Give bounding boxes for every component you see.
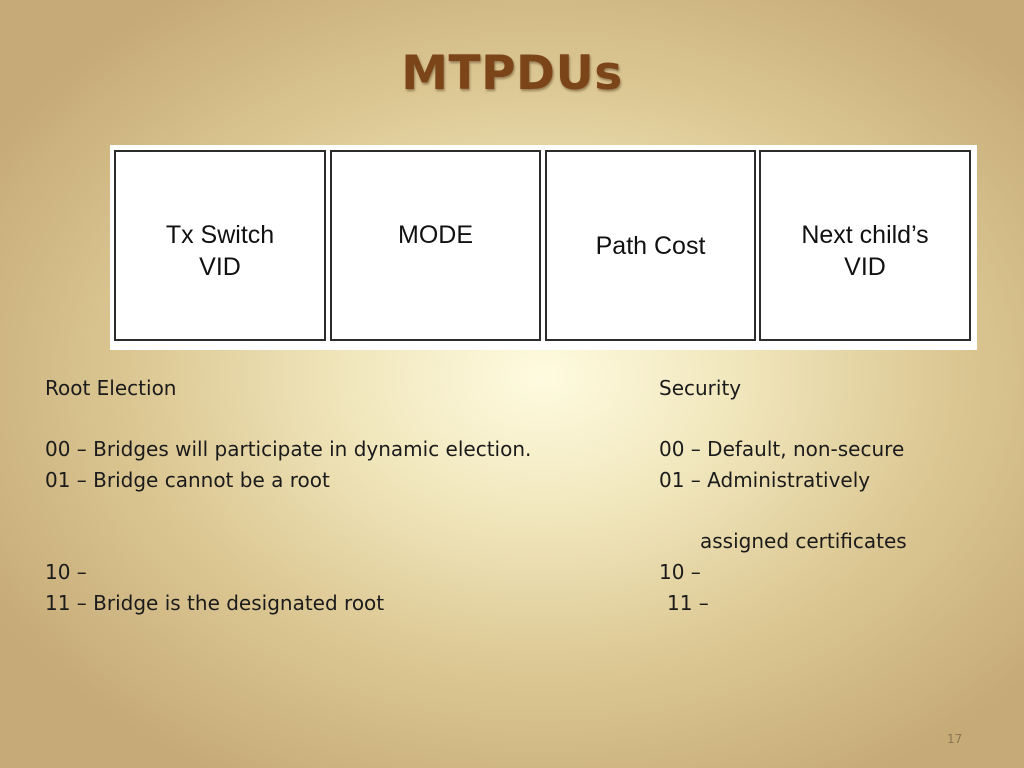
field-mode: MODE bbox=[330, 150, 541, 341]
field-next-child-vid: Next child’s VID bbox=[759, 150, 971, 341]
mtpdu-format-diagram: Tx Switch VID MODE Path Cost Next child’… bbox=[110, 145, 977, 350]
root-election-line-01: 01 – Bridge cannot be a root bbox=[45, 468, 330, 492]
slide-title: MTPDUs bbox=[401, 46, 623, 101]
security-line-10: 10 – bbox=[659, 560, 701, 584]
security-line-01-continued: assigned certificates bbox=[700, 529, 907, 553]
field-path-cost: Path Cost bbox=[545, 150, 756, 341]
root-election-line-11: 11 – Bridge is the designated root bbox=[45, 591, 385, 615]
slide-number: 17 bbox=[947, 732, 963, 746]
security-line-01: 01 – Administratively bbox=[659, 468, 871, 492]
root-election-line-00: 00 – Bridges will participate in dynamic… bbox=[45, 437, 532, 461]
security-line-00: 00 – Default, non-secure bbox=[659, 437, 905, 461]
root-election-heading: Root Election bbox=[45, 376, 177, 400]
security-line-11: 11 – bbox=[667, 591, 709, 615]
field-tx-switch-vid: Tx Switch VID bbox=[114, 150, 326, 341]
root-election-line-10: 10 – bbox=[45, 560, 87, 584]
security-heading: Security bbox=[659, 376, 742, 400]
